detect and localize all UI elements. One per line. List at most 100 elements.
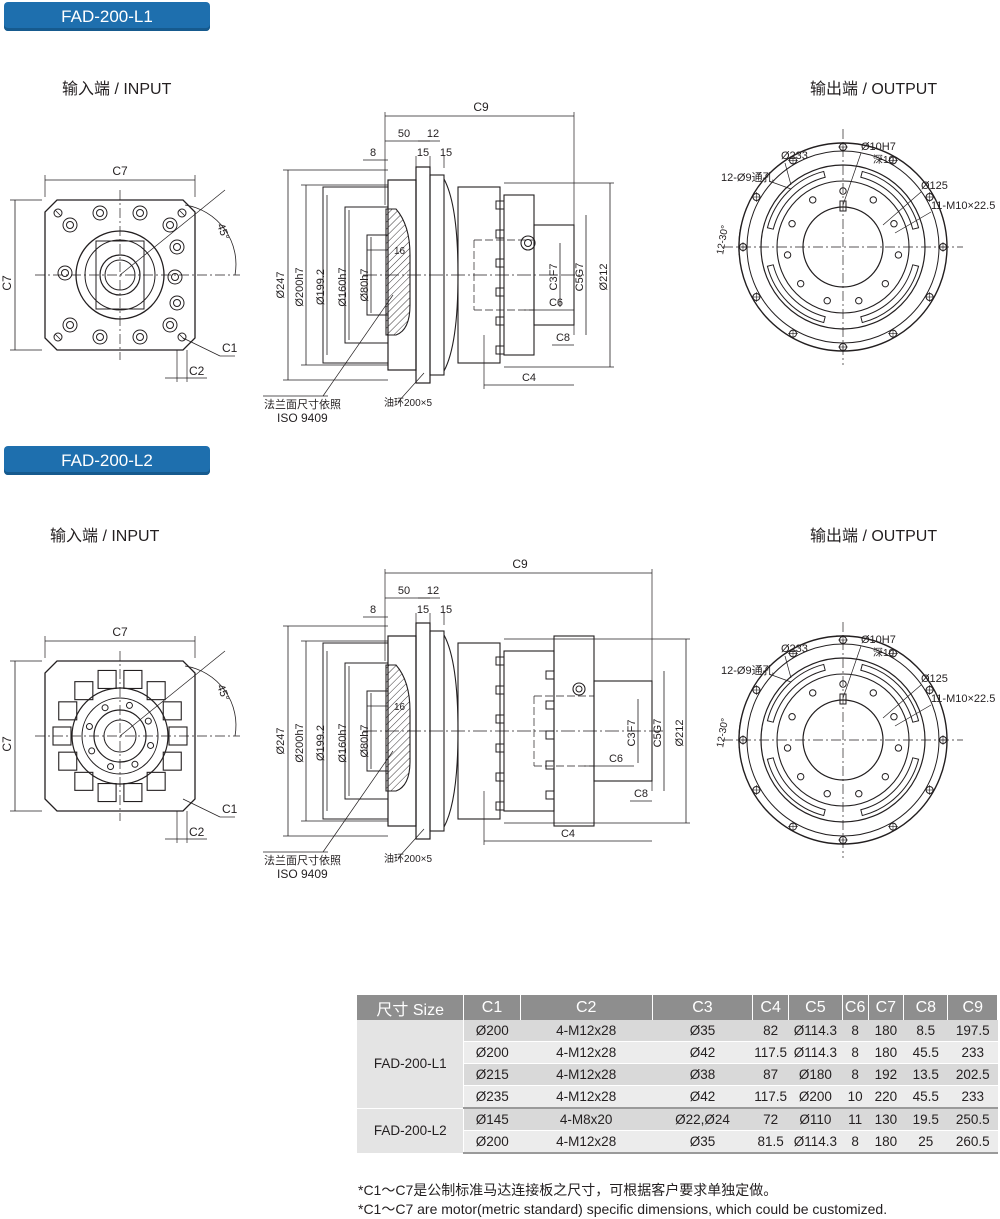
dimension-label: 12-30° <box>715 224 731 255</box>
table-cell: 233 <box>947 1085 998 1109</box>
table-cell: 87 <box>752 1063 789 1086</box>
table-cell: Ø114.3 <box>788 1020 843 1042</box>
dimension-label: C3F7 <box>626 720 638 747</box>
dimension-label: C7 <box>112 625 128 639</box>
dimension-label: Ø212 <box>598 264 610 291</box>
dimension-label: 12 <box>427 585 439 597</box>
table-cell: Ø215 <box>463 1063 521 1086</box>
circle-art <box>783 251 792 259</box>
table-cell: 72 <box>752 1108 789 1131</box>
header-c1: C1 <box>463 995 521 1020</box>
rect-art <box>839 693 847 705</box>
circle-art <box>132 329 148 345</box>
dimension-label: 15 <box>417 604 429 616</box>
header-c3: C3 <box>652 995 754 1020</box>
circle-art <box>171 273 179 281</box>
circle-art <box>169 295 185 311</box>
dimension-label: 50 <box>398 585 410 597</box>
table-cell: 45.5 <box>903 1085 948 1109</box>
table-cell: 250.5 <box>947 1108 998 1131</box>
table-cell: 11 <box>842 1108 869 1131</box>
table-cell: Ø200 <box>463 1041 521 1064</box>
table-cell: 4-M12x28 <box>520 1020 653 1042</box>
line-art <box>882 684 922 719</box>
table-cell: 197.5 <box>947 1020 998 1042</box>
table-cell: 117.5 <box>752 1085 789 1109</box>
circle-art <box>788 713 796 721</box>
dimension-label: 15 <box>440 604 452 616</box>
dimension-label: 45° <box>214 683 231 703</box>
circle-art <box>107 763 115 771</box>
line-art <box>119 189 226 276</box>
dimension-label: Ø247 <box>275 272 287 299</box>
rect-art <box>322 642 389 820</box>
path-art <box>738 224 742 256</box>
table-cell: Ø114.3 <box>788 1130 843 1154</box>
input-view-label-l2: 输入端 / INPUT <box>50 528 160 545</box>
circle-art <box>101 704 109 712</box>
table-cell: 260.5 <box>947 1130 998 1154</box>
circle-art <box>62 317 78 333</box>
circle-art <box>823 297 831 305</box>
table-cell: Ø235 <box>463 1085 521 1109</box>
dimension-label: Ø199.2 <box>315 725 327 761</box>
header-c2: C2 <box>520 995 653 1020</box>
circle-art <box>136 333 144 341</box>
line-art <box>768 673 792 683</box>
dimension-label: C7 <box>112 164 128 178</box>
rect-art <box>123 782 143 803</box>
circle-art <box>894 251 903 259</box>
circle-art <box>796 772 805 781</box>
path-art <box>385 664 411 792</box>
dimension-label: C8 <box>634 788 648 800</box>
table-cell: 13.5 <box>903 1063 948 1086</box>
header-c6: C6 <box>842 995 869 1020</box>
circle-art <box>81 697 159 775</box>
dimension-label: ISO 9409 <box>277 411 328 425</box>
table-cell: 45.5 <box>903 1041 948 1064</box>
line-art <box>178 333 186 341</box>
output-view-label-l2: 输出端 / OUTPUT <box>810 528 938 545</box>
circle-art <box>85 723 93 731</box>
line-art <box>322 750 394 853</box>
circle-art <box>869 196 877 204</box>
path-art <box>44 660 196 812</box>
dimension-label: Ø199.2 <box>315 269 327 305</box>
circle-art <box>169 239 185 255</box>
table-cell: Ø200 <box>463 1020 521 1042</box>
dimension-label: 16 <box>394 702 406 713</box>
line-art <box>768 180 792 190</box>
circle-art <box>136 209 144 217</box>
path-art <box>738 717 742 749</box>
table-cell: 81.5 <box>752 1130 789 1154</box>
table-cell: 220 <box>868 1085 904 1109</box>
table-cell: 8.5 <box>903 1020 948 1042</box>
table-cell: Ø114.3 <box>788 1041 843 1064</box>
dimension-label: C7 <box>0 736 14 752</box>
table-cell: 8 <box>842 1130 869 1154</box>
table-cell: 82 <box>752 1020 789 1042</box>
table-cell: Ø35 <box>652 1020 753 1042</box>
dimension-label: Ø247 <box>275 728 287 755</box>
dimension-label: C1 <box>222 341 238 355</box>
circle-art <box>66 221 74 229</box>
dimension-label: Ø125 <box>921 180 948 192</box>
circle-art <box>162 217 178 233</box>
table-cell: 130 <box>868 1108 904 1131</box>
table-cell: 117.5 <box>752 1041 789 1064</box>
model-cell: FAD-200-L2 <box>357 1108 465 1154</box>
rect-art <box>545 700 555 710</box>
circle-art <box>96 209 104 217</box>
header-size: 尺寸 Size <box>357 995 465 1020</box>
circle-art <box>92 329 108 345</box>
header-c8: C8 <box>903 995 949 1020</box>
line-art <box>54 333 62 341</box>
rect-art <box>95 240 145 310</box>
table-cell: 25 <box>903 1130 948 1154</box>
path-art <box>860 757 920 817</box>
table-cell: 8 <box>842 1041 869 1064</box>
dimension-label: 12 <box>427 128 439 140</box>
